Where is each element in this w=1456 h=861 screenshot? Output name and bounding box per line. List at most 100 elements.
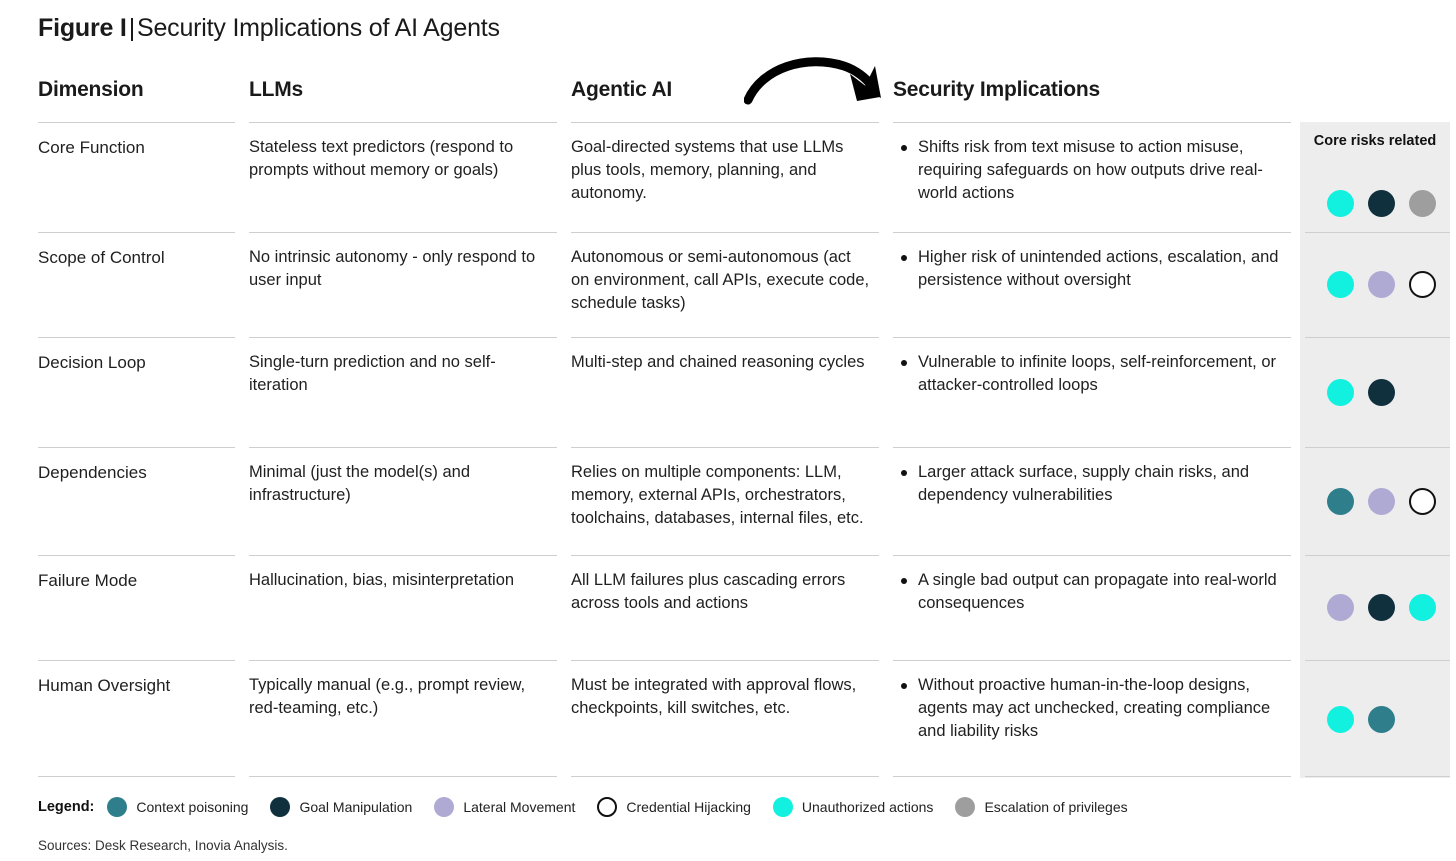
legend-item-label: Credential Hijacking — [626, 799, 751, 815]
risk-dot-teal-icon — [1368, 705, 1395, 733]
legend-item-label: Goal Manipulation — [299, 799, 413, 815]
cell-agentic-ai: All LLM failures plus cascading errors a… — [571, 555, 893, 660]
legend-item: Credential Hijacking — [597, 797, 751, 817]
llms-text: Stateless text predictors (respond to pr… — [249, 138, 514, 179]
risk-dot-cyan-icon — [1327, 271, 1354, 298]
risk-dot-lavender-icon — [1368, 271, 1395, 298]
cell-core-risks — [1305, 555, 1450, 660]
table-row: Dependencies Minimal (just the model(s) a… — [38, 447, 1450, 555]
dimension-label: Human Oversight — [38, 676, 171, 695]
legend-item: Escalation of privileges — [955, 797, 1128, 817]
risk-dot-lavender-icon — [1368, 487, 1395, 515]
legend-item: Context poisoning — [107, 797, 248, 817]
legend-swatch-gray-icon — [955, 797, 976, 817]
llms-text: Typically manual (e.g., prompt review, r… — [249, 676, 526, 717]
legend-swatch-navy-icon — [270, 797, 291, 817]
cell-agentic-ai: Goal-directed systems that use LLMs plus… — [571, 122, 893, 232]
security-text: Shifts risk from text misuse to action m… — [918, 138, 1263, 202]
bullet-item: Shifts risk from text misuse to action m… — [901, 136, 1283, 205]
risk-dot-cyan-icon — [1327, 705, 1354, 733]
risk-dot-lavender-icon — [1327, 594, 1354, 621]
core-risks-header: Core risks related — [1300, 122, 1450, 153]
cell-llms: Stateless text predictors (respond to pr… — [249, 122, 571, 232]
security-text: Vulnerable to infinite loops, self-reinf… — [918, 353, 1276, 394]
cell-llms: No intrinsic autonomy - only respond to … — [249, 232, 571, 337]
llms-text: Minimal (just the model(s) and infrastru… — [249, 463, 470, 504]
cell-llms: Typically manual (e.g., prompt review, r… — [249, 660, 571, 778]
cell-security-implications: A single bad output can propagate into r… — [893, 555, 1305, 660]
legend-item: Lateral Movement — [434, 797, 575, 817]
legend-item-label: Unauthorized actions — [801, 799, 934, 815]
risk-dot-navy-icon — [1368, 378, 1395, 406]
llms-text: Hallucination, bias, misinterpretation — [249, 571, 515, 589]
legend-swatch-cyan-icon — [772, 797, 793, 817]
cell-security-implications: Larger attack surface, supply chain risk… — [893, 447, 1305, 555]
legend-swatch-lavender-icon — [434, 797, 455, 817]
page-title: Figure I|Security Implications of AI Age… — [38, 12, 500, 44]
cell-llms: Single-turn prediction and no self-itera… — [249, 337, 571, 447]
security-text: Higher risk of unintended actions, escal… — [918, 248, 1279, 289]
bullet-dot-icon — [901, 578, 907, 584]
cell-agentic-ai: Relies on multiple components: LLM, memo… — [571, 447, 893, 555]
risk-dot-cyan-icon — [1409, 594, 1436, 621]
title-subject: Security Implications of AI Agents — [136, 14, 500, 42]
sources-note: Sources: Desk Research, Inovia Analysis. — [38, 838, 288, 853]
legend-swatch-teal-icon — [107, 797, 128, 817]
bullet-dot-icon — [901, 470, 907, 476]
cell-security-implications: Shifts risk from text misuse to action m… — [893, 122, 1305, 232]
bullet-dot-icon — [901, 145, 907, 151]
risk-dot-group — [1305, 337, 1450, 447]
figure-label: Figure I — [38, 14, 127, 42]
title-separator: | — [128, 14, 136, 42]
legend-item: Goal Manipulation — [270, 797, 412, 817]
bullet-dot-icon — [901, 255, 907, 261]
dimension-label: Dependencies — [38, 463, 147, 482]
column-header-security-implications: Security Implications — [893, 78, 1101, 101]
cell-llms: Minimal (just the model(s) and infrastru… — [249, 447, 571, 555]
dimension-label: Scope of Control — [38, 248, 165, 267]
column-header-llms: LLMs — [249, 78, 304, 101]
table-row: Human Oversight Typically manual (e.g., p… — [38, 660, 1450, 778]
risk-dot-cyan-icon — [1327, 189, 1354, 217]
risk-dot-gray-icon — [1409, 189, 1436, 217]
security-text: Larger attack surface, supply chain risk… — [918, 463, 1250, 504]
cell-dimension: Human Oversight — [38, 660, 249, 778]
security-text: Without proactive human-in-the-loop desi… — [918, 676, 1271, 740]
agentic-text: Multi-step and chained reasoning cycles — [571, 353, 865, 371]
cell-dimension: Core Function — [38, 122, 249, 232]
cell-dimension: Failure Mode — [38, 555, 249, 660]
risk-dot-navy-icon — [1368, 189, 1395, 217]
dimension-label: Failure Mode — [38, 571, 138, 590]
cell-agentic-ai: Must be integrated with approval flows, … — [571, 660, 893, 778]
bullet-item: Higher risk of unintended actions, escal… — [901, 246, 1283, 292]
risk-dot-group — [1305, 555, 1450, 660]
table-row: Scope of Control No intrinsic autonomy - … — [38, 232, 1450, 337]
legend-item-label: Context poisoning — [136, 799, 249, 815]
legend-item-label: Lateral Movement — [463, 799, 576, 815]
agentic-text: Must be integrated with approval flows, … — [571, 676, 857, 717]
cell-security-implications: Vulnerable to infinite loops, self-reinf… — [893, 337, 1305, 447]
agentic-text: Autonomous or semi-autonomous (act on en… — [571, 248, 870, 312]
agentic-text: All LLM failures plus cascading errors a… — [571, 571, 846, 612]
legend-swatch-white-icon — [597, 797, 618, 817]
column-header-row: Dimension LLMs Agentic AI Security Impli… — [0, 78, 1456, 118]
cell-agentic-ai: Multi-step and chained reasoning cycles — [571, 337, 893, 447]
table-row: Failure Mode Hallucination, bias, misinte… — [38, 555, 1450, 660]
llms-text: No intrinsic autonomy - only respond to … — [249, 248, 536, 289]
agentic-text: Goal-directed systems that use LLMs plus… — [571, 138, 844, 202]
bullet-item: Without proactive human-in-the-loop desi… — [901, 674, 1283, 743]
cell-core-risks — [1305, 232, 1450, 337]
cell-core-risks — [1305, 660, 1450, 778]
risk-dot-white-icon — [1409, 487, 1436, 515]
risk-dot-white-icon — [1409, 271, 1436, 298]
cell-dimension: Scope of Control — [38, 232, 249, 337]
bullet-dot-icon — [901, 683, 907, 689]
core-risks-header-label: Core risks related — [1313, 133, 1437, 149]
cell-dimension: Decision Loop — [38, 337, 249, 447]
bullet-item: Vulnerable to infinite loops, self-reinf… — [901, 351, 1283, 397]
risk-dot-group — [1305, 122, 1450, 232]
